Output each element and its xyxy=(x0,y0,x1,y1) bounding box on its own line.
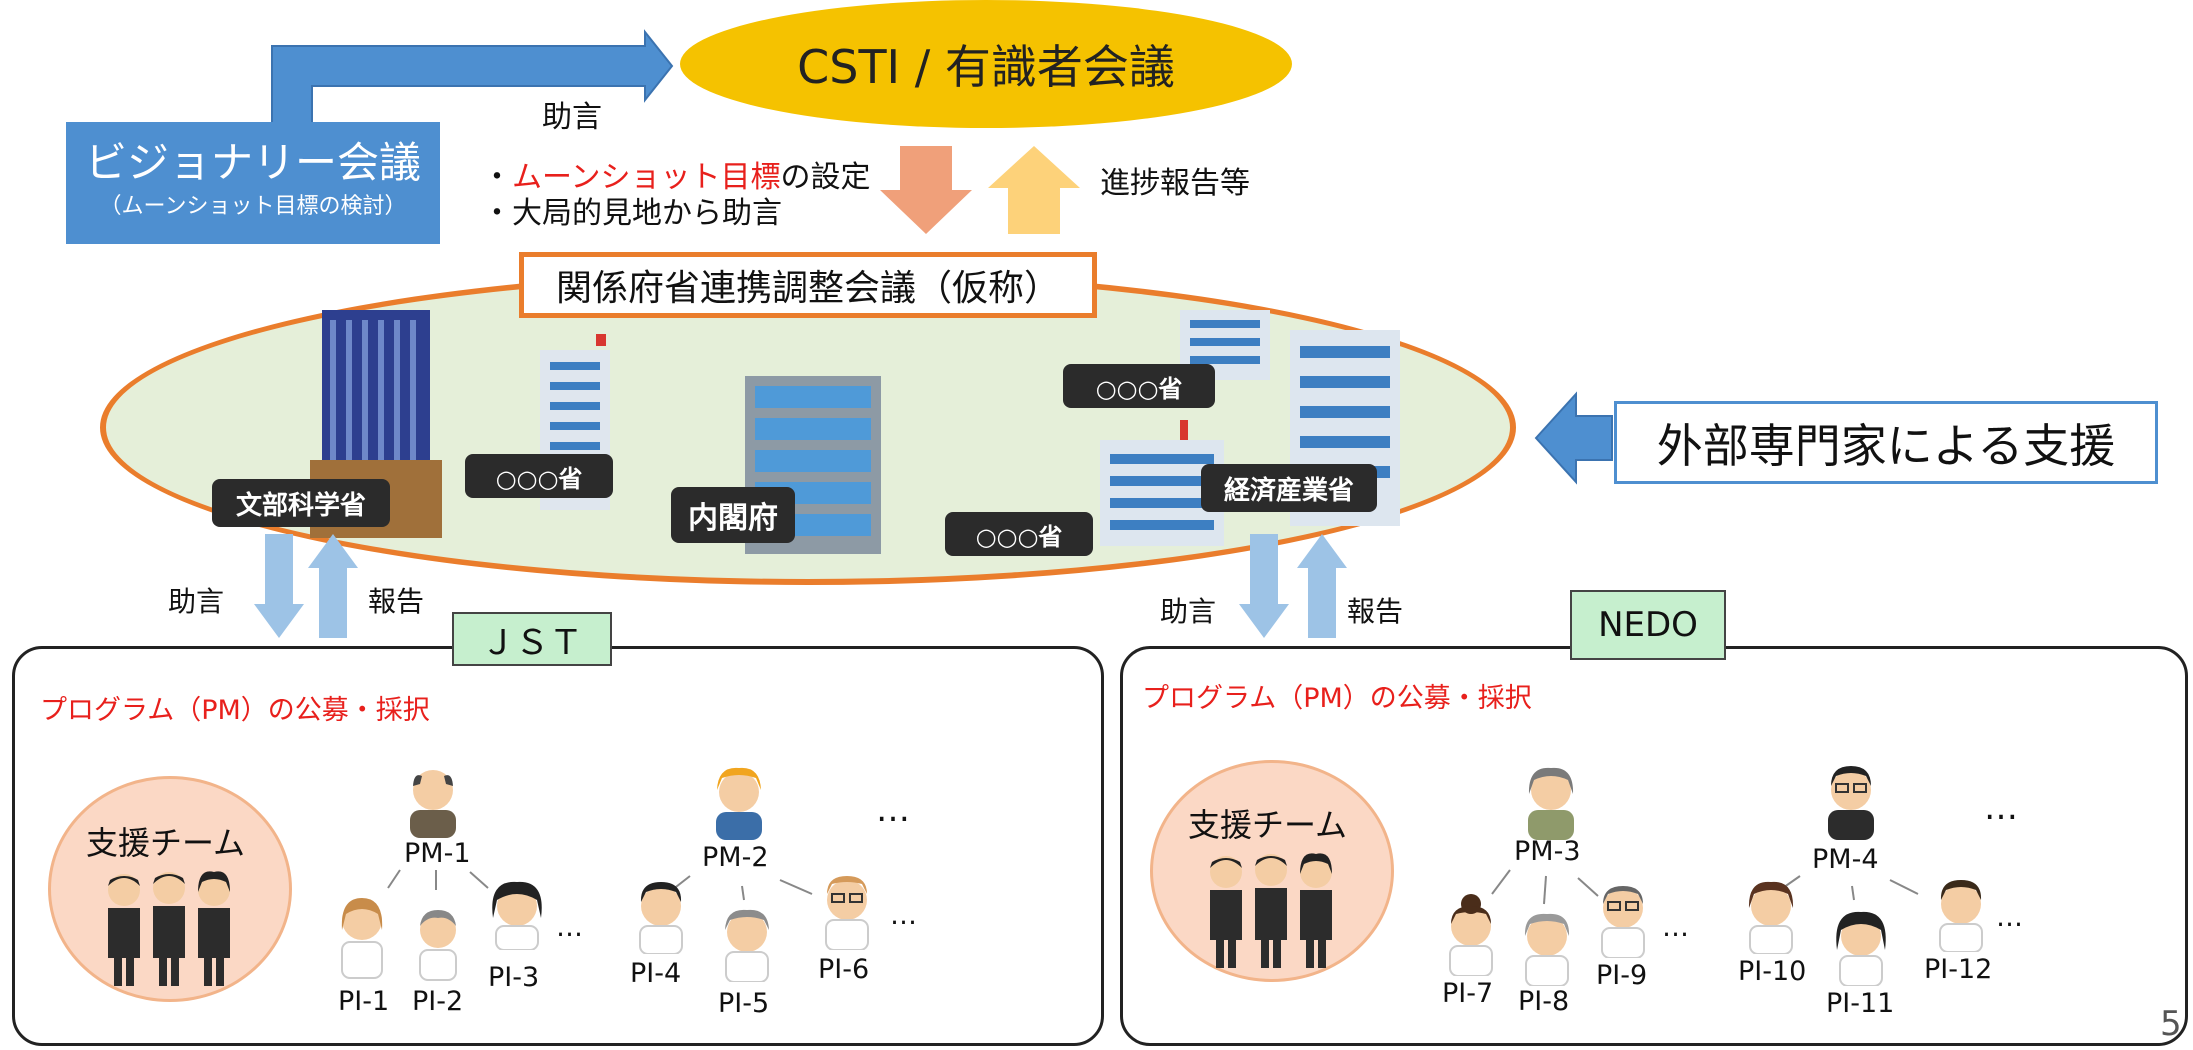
pi-10-label: PI-10 xyxy=(1738,956,1807,987)
left-pointing-arrow xyxy=(1534,391,1613,485)
ministry-label-placeholder-3: ○○○省 xyxy=(945,512,1093,556)
csti-ellipse: CSTI / 有識者会議 xyxy=(680,0,1292,128)
pi-6-avatar xyxy=(825,876,869,950)
team-person xyxy=(1300,853,1332,968)
pi-2-label: PI-2 xyxy=(412,986,464,1017)
jst-advice-down-arrow xyxy=(254,534,304,638)
ministry-label-meti: 経済産業省 xyxy=(1201,464,1377,512)
pm-3-label: PM-3 xyxy=(1514,836,1581,867)
nedo-support-team-label: 支援チーム xyxy=(1188,806,1348,844)
nedo-advice-down-arrow xyxy=(1239,534,1289,638)
team-person xyxy=(1210,856,1242,968)
advice-flow-arrow xyxy=(271,29,674,127)
down-arrow-orange xyxy=(880,146,972,234)
nedo-pi-ellipsis-1: … xyxy=(1662,912,1689,943)
pi-2-avatar xyxy=(419,910,457,981)
bullet-moonshot-red: ムーンショット目標 xyxy=(512,160,781,195)
bullet-moonshot: ・ムーンショット目標の設定 xyxy=(482,152,871,196)
pi-4-avatar xyxy=(639,882,683,954)
jst-team-people-illustration xyxy=(108,871,230,986)
buildings-illustration xyxy=(310,310,1400,554)
nedo-team-people-illustration xyxy=(1210,853,1332,968)
progress-report-label: 進捗報告等 xyxy=(1100,166,1250,201)
nedo-pi-ellipsis-2: … xyxy=(1996,902,2023,933)
pi-11-label: PI-11 xyxy=(1826,988,1895,1019)
jst-advice-label: 助言 xyxy=(168,585,225,618)
pm-2-avatar xyxy=(716,767,762,840)
pi-5-label: PI-5 xyxy=(718,988,770,1019)
nedo-report-label: 報告 xyxy=(1347,595,1404,628)
external-experts-support-box: 外部専門家による支援 xyxy=(1614,401,2158,484)
csti-label: CSTI / 有識者会議 xyxy=(797,40,1175,94)
pm-3-avatar xyxy=(1528,767,1574,840)
team-person xyxy=(108,874,140,986)
pi-4-label: PI-4 xyxy=(630,958,682,989)
nedo-advice-label: 助言 xyxy=(1160,595,1217,628)
nedo-tag: NEDO xyxy=(1570,590,1726,660)
team-person xyxy=(1255,854,1287,968)
jst-tag: ＪＳＴ xyxy=(452,612,612,666)
jst-support-team-label: 支援チーム xyxy=(86,824,246,862)
pm-1-avatar xyxy=(410,770,456,838)
advice-label-top: 助言 xyxy=(542,100,602,135)
bullet-prefix: ・ xyxy=(482,160,512,195)
pi-8-avatar xyxy=(1524,913,1570,986)
jst-pi-ellipsis-1: … xyxy=(556,912,583,943)
ministry-label-mext: 文部科学省 xyxy=(212,479,390,527)
bullet-moonshot-rest: の設定 xyxy=(780,160,871,195)
jst-report-up-arrow xyxy=(308,534,358,638)
team-person xyxy=(198,871,230,986)
pi-7-label: PI-7 xyxy=(1442,978,1494,1009)
nedo-program-header: プログラム（PM）の公募・採択 xyxy=(1142,683,1532,714)
pi-10-avatar xyxy=(1748,881,1794,954)
visionary-subtitle: （ムーンショット目標の検討） xyxy=(99,194,407,219)
coordination-meeting-title: 関係府省連携調整会議（仮称） xyxy=(519,252,1097,318)
team-person xyxy=(153,872,185,986)
pi-9-avatar xyxy=(1601,886,1645,958)
jst-pi-ellipsis-2: … xyxy=(890,900,917,931)
pi-8-label: PI-8 xyxy=(1518,986,1570,1017)
pi-5-avatar xyxy=(725,909,769,982)
jst-pm-ellipsis: … xyxy=(876,790,910,830)
pi-7-avatar xyxy=(1449,894,1493,976)
ministry-label-cabinet-office: 内閣府 xyxy=(671,487,795,543)
pi-3-label: PI-3 xyxy=(488,962,540,993)
pi-11-avatar xyxy=(1836,911,1886,986)
pi-12-label: PI-12 xyxy=(1924,954,1993,985)
ministry-label-placeholder-2: ○○○省 xyxy=(1063,364,1215,408)
jst-report-label: 報告 xyxy=(368,585,425,618)
nedo-report-up-arrow xyxy=(1297,534,1347,638)
jst-program-header: プログラム（PM）の公募・採択 xyxy=(40,695,430,726)
visionary-title: ビジョナリー会議 xyxy=(84,138,421,187)
pm-4-avatar xyxy=(1828,766,1874,840)
pi-1-label: PI-1 xyxy=(338,986,390,1017)
pi-12-avatar xyxy=(1939,880,1983,952)
pi-9-label: PI-9 xyxy=(1596,960,1648,991)
bullet-advice: ・大局的見地から助言 xyxy=(482,196,782,231)
page-number: 5 xyxy=(2160,1004,2182,1044)
pm-2-label: PM-2 xyxy=(702,842,769,873)
pm-1-label: PM-1 xyxy=(404,838,471,869)
visionary-meeting-box: ビジョナリー会議 （ムーンショット目標の検討） xyxy=(66,122,440,244)
up-arrow-yellow xyxy=(988,146,1080,234)
pi-3-avatar xyxy=(492,881,542,950)
pi-6-label: PI-6 xyxy=(818,954,870,985)
pm-4-label: PM-4 xyxy=(1812,844,1879,875)
nedo-pm-ellipsis: … xyxy=(1984,788,2018,828)
ministry-label-placeholder-1: ○○○省 xyxy=(465,454,613,498)
pi-1-avatar xyxy=(341,898,383,979)
